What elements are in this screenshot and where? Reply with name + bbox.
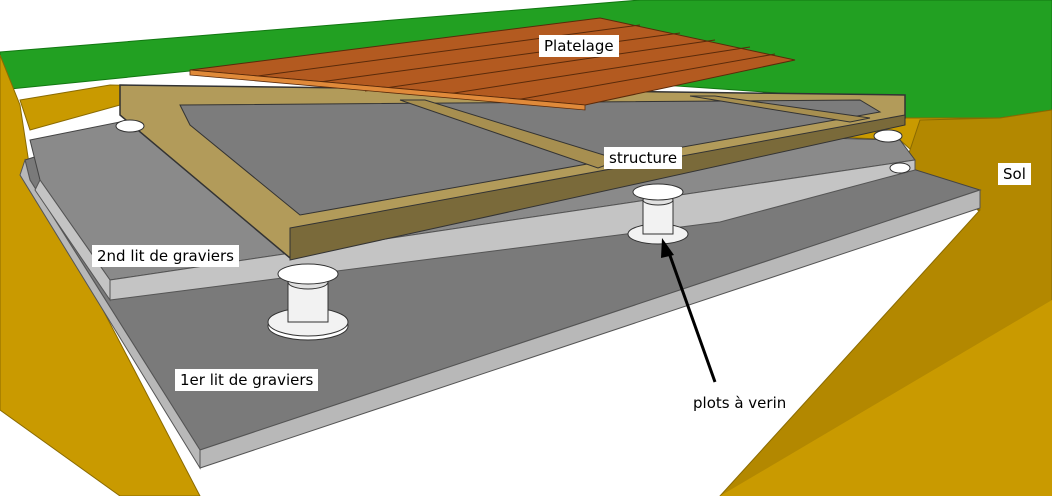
label-2nd-gravel-layer: 2nd lit de graviers: [92, 245, 239, 267]
plot-arrow: [661, 238, 717, 383]
plot-middle: [627, 183, 689, 245]
plot-front: [267, 263, 349, 341]
structure-frame-front: [289, 114, 906, 261]
plot-back-left: [115, 119, 145, 133]
decking-front-edge: [189, 69, 586, 111]
soil-left-face: [0, 54, 201, 496]
label-1st-gravel-layer: 1er lit de graviers: [175, 369, 319, 391]
label-sol: Sol: [998, 163, 1031, 185]
label-structure: structure: [604, 147, 683, 169]
gravel-layer-2-side-left: [34, 179, 111, 302]
gravel-layer-1-side-front: [199, 189, 981, 469]
soil-bottom: [120, 300, 1052, 496]
label-platelage: Platelage: [539, 35, 619, 57]
plot-back-right: [873, 129, 911, 174]
structure-joist-2: [689, 95, 871, 123]
label-plots-a-verin: plots à verin: [688, 392, 792, 414]
